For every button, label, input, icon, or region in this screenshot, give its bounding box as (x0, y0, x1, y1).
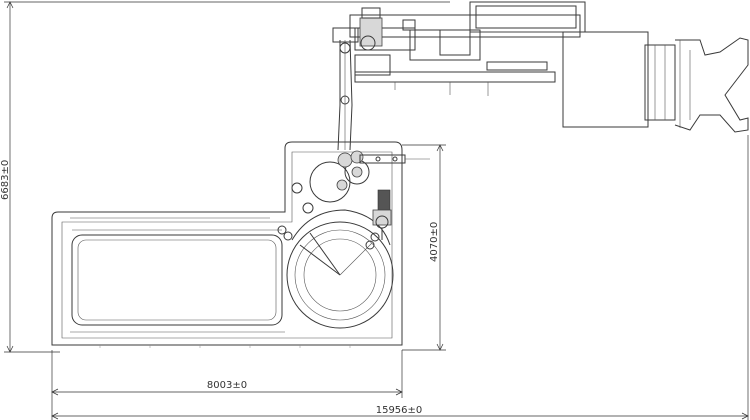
elevator-conveyor (337, 39, 353, 151)
overall-height-label: 6683±0 (0, 160, 11, 200)
hopper-width-label: 8003±0 (207, 380, 247, 391)
overall-width-label: 15956±0 (376, 405, 423, 416)
hopper-height-label: 4070±0 (429, 222, 440, 262)
upper-packaging-line (332, 1, 749, 151)
servo-motor (372, 189, 392, 240)
end-gripper (674, 37, 749, 133)
transfer-arm (359, 154, 430, 164)
rotary-table (286, 209, 394, 329)
dimension-lines (4, 1, 749, 420)
infeed-wheels (277, 150, 380, 250)
hopper-frame (51, 141, 403, 348)
